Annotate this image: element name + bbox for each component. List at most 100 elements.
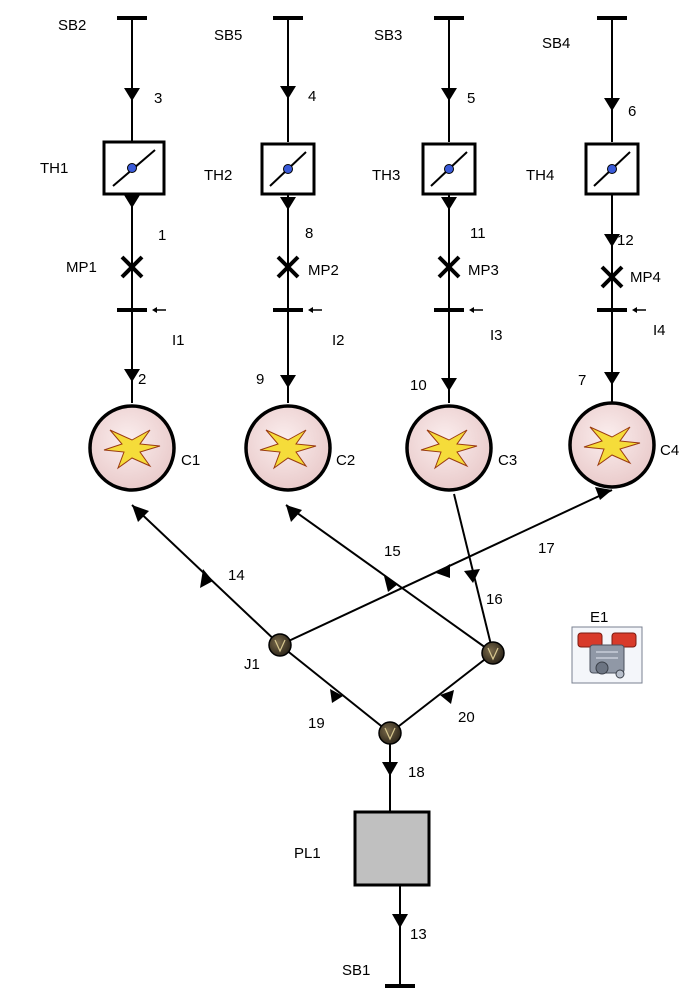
injector-arrowhead-icon	[308, 307, 313, 313]
mp-cross-icon	[600, 265, 624, 289]
th1-label: TH1	[40, 160, 68, 177]
throttle-th1[interactable]	[102, 140, 166, 196]
spark-icon	[259, 429, 317, 470]
spark-icon	[420, 429, 478, 470]
throttle-pivot-icon	[283, 164, 293, 174]
pipe-14-start-arrow-icon	[132, 505, 149, 522]
pipe-1-label: 1	[158, 227, 166, 244]
c2-label: C2	[336, 452, 355, 469]
i1-label: I1	[172, 332, 185, 349]
mass-port-mp1[interactable]	[120, 255, 144, 279]
sb4-label: SB4	[542, 35, 570, 52]
pipe-2-label: 2	[138, 371, 146, 388]
pipe-1-arrow-icon	[124, 195, 140, 208]
i4-label: I4	[653, 322, 666, 339]
mp-cross-icon	[437, 255, 461, 279]
pipe-11-label: 11	[470, 225, 486, 242]
mp1-label: MP1	[66, 259, 97, 276]
branch-2: SB5 4 TH2 8 MP2 I2 9 C2	[204, 16, 355, 492]
mp-cross-icon	[120, 255, 144, 279]
junction-icon	[378, 721, 402, 745]
sb1-label: SB1	[342, 962, 370, 979]
throttle-pivot-icon	[127, 163, 137, 173]
pipe-12-label: 12	[617, 232, 634, 249]
cylinder-c3[interactable]	[405, 404, 493, 492]
c3-label: C3	[498, 452, 517, 469]
th4-label: TH4	[526, 167, 554, 184]
pipe-4-arrow-icon	[280, 86, 296, 99]
j1-label: J1	[244, 656, 260, 673]
i3-label: I3	[490, 327, 503, 344]
pipe-5-label: 5	[467, 90, 475, 107]
pipe-8-label: 8	[305, 225, 313, 242]
pipe-18-arrow-icon	[382, 762, 398, 776]
pipe-17-arrow-icon	[436, 564, 450, 578]
pl1-label: PL1	[294, 845, 321, 862]
pipe-18-label: 18	[408, 764, 425, 781]
throttle-th4[interactable]	[584, 142, 640, 196]
mp-cross-icon	[276, 255, 300, 279]
injector-i3[interactable]	[434, 307, 483, 313]
cylinder-c4[interactable]	[568, 401, 656, 489]
pipe-6-arrow-icon	[604, 98, 620, 111]
engine-icon	[577, 632, 637, 679]
throttle-th3[interactable]	[421, 142, 477, 196]
pipe-16-label: 16	[486, 591, 503, 608]
plenum-pl1[interactable]	[353, 810, 431, 887]
pipe-3-label: 3	[154, 90, 162, 107]
sb2-label: SB2	[58, 17, 86, 34]
throttle-th2[interactable]	[260, 142, 316, 196]
e1-label: E1	[590, 609, 608, 626]
mp2-label: MP2	[308, 262, 339, 279]
mass-port-mp2[interactable]	[276, 255, 300, 279]
pipe-8-arrow-icon	[280, 197, 296, 210]
engine-e1[interactable]: E1	[571, 609, 643, 684]
pipe-7-label: 7	[578, 372, 586, 389]
sb3-label: SB3	[374, 27, 402, 44]
throttle-pivot-icon	[607, 164, 617, 174]
pipe-15-start-arrow-icon	[286, 505, 302, 522]
junction-j2[interactable]	[378, 721, 402, 745]
pipe-13-label: 13	[410, 926, 427, 943]
th3-label: TH3	[372, 167, 400, 184]
junction-j1[interactable]	[268, 633, 292, 657]
throttle-pivot-icon	[444, 164, 454, 174]
mass-port-mp3[interactable]	[437, 255, 461, 279]
pipe-17-start-arrow-icon	[595, 487, 612, 500]
cylinder-c2[interactable]	[244, 404, 332, 492]
pipe-20-line[interactable]	[389, 652, 494, 734]
pipe-9-arrow-icon	[280, 375, 296, 388]
c1-label: C1	[181, 452, 200, 469]
cylinder-c1[interactable]	[88, 404, 176, 492]
junction-icon	[268, 633, 292, 657]
pipe-2-arrow-icon	[124, 369, 140, 382]
injector-arrowhead-icon	[632, 307, 637, 313]
pipe-14-arrow-icon	[200, 569, 213, 588]
spark-icon	[583, 426, 641, 467]
injector-i2[interactable]	[273, 307, 322, 313]
junction-icon	[481, 641, 505, 665]
pipe-15-label: 15	[384, 543, 401, 560]
pipe-13-arrow-icon	[392, 914, 408, 928]
pipe-11-arrow-icon	[441, 197, 457, 210]
mass-port-mp4[interactable]	[600, 265, 624, 289]
pipe-9-label: 9	[256, 371, 264, 388]
branch-4: SB4 6 TH4 12 MP4 I4 7 C4	[526, 16, 679, 489]
pipe-17-label: 17	[538, 540, 555, 557]
pipe-20-label: 20	[458, 709, 475, 726]
pipe-10-label: 10	[410, 377, 427, 394]
junction-mark-icon	[384, 727, 396, 741]
injector-i1[interactable]	[117, 307, 166, 313]
th2-label: TH2	[204, 167, 232, 184]
pipe-15-line[interactable]	[285, 504, 494, 654]
pipe-4-label: 4	[308, 88, 316, 105]
pipe-19-line[interactable]	[279, 644, 391, 734]
pipe-16-arrow-icon	[464, 569, 480, 583]
injector-i4[interactable]	[597, 307, 646, 313]
sb5-label: SB5	[214, 27, 242, 44]
injector-arrowhead-icon	[152, 307, 157, 313]
mp4-label: MP4	[630, 269, 661, 286]
spark-icon	[103, 429, 161, 470]
junction-j3[interactable]	[481, 641, 505, 665]
